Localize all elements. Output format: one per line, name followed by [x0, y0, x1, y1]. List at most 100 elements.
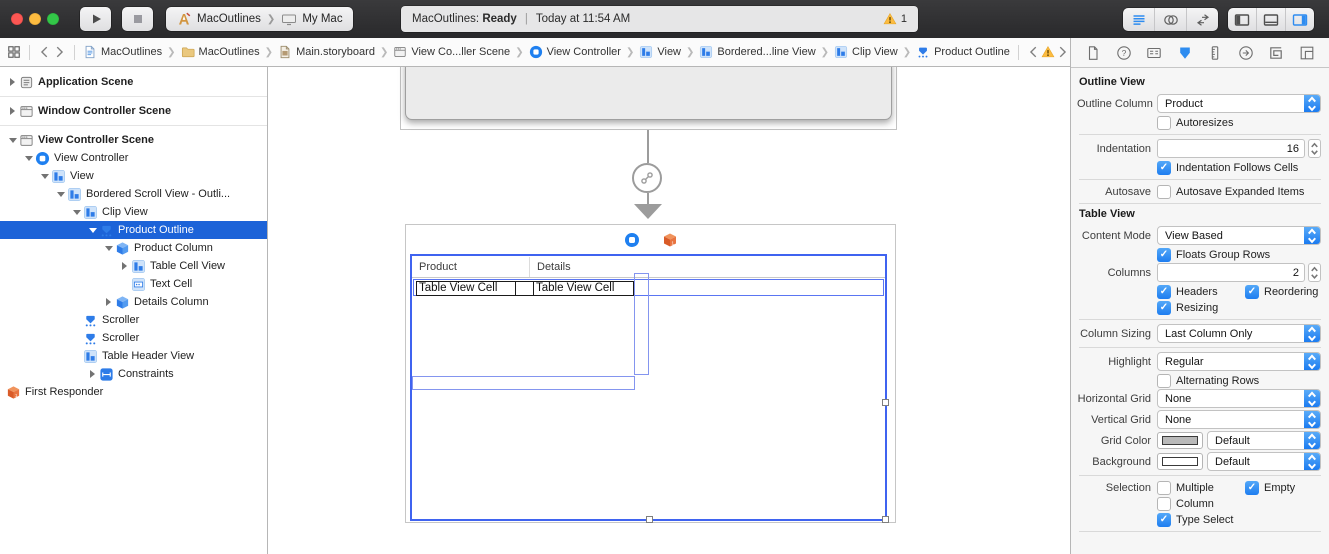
outline-item-constraints[interactable]: Constraints	[0, 365, 267, 383]
view-controller-icon[interactable]	[624, 232, 640, 248]
tab-bindings-inspector[interactable]	[1268, 45, 1284, 61]
outline-item-window-controller-scene[interactable]: Window Controller Scene	[0, 102, 267, 120]
disclosure-triangle-expanded[interactable]	[72, 209, 81, 215]
outline-item-scroller[interactable]: Scroller	[0, 329, 267, 347]
highlight-popup[interactable]: Regular	[1157, 352, 1321, 371]
table-view-cell-extension[interactable]	[515, 281, 535, 296]
first-responder-icon[interactable]: 1	[662, 232, 678, 248]
inspector-panel-button[interactable]	[1286, 8, 1314, 31]
horizontal-grid-popup[interactable]: None	[1157, 389, 1321, 408]
outline-item-product-outline[interactable]: Product Outline	[0, 221, 267, 239]
jumpbar-item-macoutlines[interactable]: MacOutlines	[181, 45, 260, 59]
outline-item-view-controller[interactable]: View Controller	[0, 149, 267, 167]
jumpbar-item-main-storyboard[interactable]: Main.storyboard	[278, 45, 375, 59]
disclosure-slot[interactable]	[22, 155, 35, 161]
zoom-window-button[interactable]	[47, 13, 59, 25]
alternating-rows-checkbox[interactable]	[1157, 373, 1171, 388]
headers-checkbox[interactable]: ✓	[1157, 284, 1171, 299]
disclosure-triangle-collapsed[interactable]	[10, 78, 15, 86]
outline-item-scroller[interactable]: Scroller	[0, 311, 267, 329]
grid-color-color-well[interactable]	[1157, 432, 1203, 449]
jumpbar-item-product-outline[interactable]: Product Outline	[916, 45, 1010, 59]
tab-connections-inspector[interactable]	[1238, 45, 1254, 61]
disclosure-slot[interactable]	[6, 78, 19, 86]
disclosure-slot[interactable]	[6, 137, 19, 143]
outline-item-text-cell[interactable]: Text Cell	[0, 275, 267, 293]
navigator-panel-button[interactable]	[1228, 8, 1257, 31]
jumpbar-item-view[interactable]: View	[639, 45, 681, 59]
close-window-button[interactable]	[11, 13, 23, 25]
columns-field[interactable]: 2	[1157, 263, 1305, 282]
column-sizing-popup[interactable]: Last Column Only	[1157, 324, 1321, 343]
previous-issue-button[interactable]	[1027, 45, 1041, 59]
tab-view-effects-inspector[interactable]	[1299, 45, 1315, 61]
disclosure-triangle-expanded[interactable]	[88, 227, 97, 233]
disclosure-slot[interactable]	[102, 298, 115, 306]
disclosure-triangle-expanded[interactable]	[40, 173, 49, 179]
tab-attributes-inspector[interactable]	[1177, 45, 1193, 61]
scheme-selector[interactable]: MacOutlines ❯ My Mac	[166, 7, 353, 31]
indentation-field[interactable]: 16	[1157, 139, 1305, 158]
warning-count[interactable]: 1	[900, 13, 907, 25]
outline-item-application-scene[interactable]: Application Scene	[0, 73, 267, 91]
outline-item-bordered-scroll-view-outli[interactable]: Bordered Scroll View - Outli...	[0, 185, 267, 203]
run-button[interactable]	[80, 7, 111, 31]
disclosure-triangle-collapsed[interactable]	[122, 262, 127, 270]
disclosure-triangle-expanded[interactable]	[8, 137, 17, 143]
debug-panel-button[interactable]	[1257, 8, 1286, 31]
disclosure-triangle-collapsed[interactable]	[10, 107, 15, 115]
vertical-grid-popup[interactable]: None	[1157, 410, 1321, 429]
minimize-window-button[interactable]	[29, 13, 41, 25]
disclosure-triangle-collapsed[interactable]	[90, 370, 95, 378]
forward-button[interactable]	[52, 45, 66, 59]
back-button[interactable]	[38, 45, 52, 59]
related-items-icon[interactable]	[7, 45, 21, 59]
warning-icon[interactable]	[883, 12, 897, 26]
disclosure-slot[interactable]	[6, 107, 19, 115]
table-view-cell[interactable]: Table View Cell	[533, 281, 634, 296]
tab-size-inspector[interactable]	[1207, 45, 1223, 61]
background-color-well[interactable]	[1157, 453, 1203, 470]
stop-button[interactable]	[122, 7, 153, 31]
column-header-product[interactable]: Product	[419, 260, 457, 273]
disclosure-triangle-collapsed[interactable]	[106, 298, 111, 306]
disclosure-slot[interactable]	[86, 370, 99, 378]
outline-item-view-controller-scene[interactable]: View Controller Scene	[0, 131, 267, 149]
floats-group-rows-checkbox[interactable]: ✓	[1157, 247, 1171, 262]
resize-handle-bottom[interactable]	[646, 516, 653, 523]
storyboard-canvas[interactable]: 1 Product Details Table View Cell Table …	[268, 67, 1070, 554]
outline-item-product-column[interactable]: Product Column	[0, 239, 267, 257]
column-divider[interactable]	[529, 256, 530, 277]
tab-file-inspector[interactable]	[1085, 45, 1101, 61]
disclosure-slot[interactable]	[118, 262, 131, 270]
grid-color-popup[interactable]: Default	[1207, 431, 1321, 450]
disclosure-triangle-expanded[interactable]	[24, 155, 33, 161]
jumpbar-item-clip-view[interactable]: Clip View	[834, 45, 898, 59]
issue-warning-icon[interactable]	[1041, 45, 1055, 59]
window-controller-window[interactable]	[405, 67, 892, 120]
empty-checkbox[interactable]: ✓	[1245, 480, 1259, 495]
assistant-editor-button[interactable]	[1155, 8, 1187, 31]
disclosure-slot[interactable]	[38, 173, 51, 179]
disclosure-triangle-expanded[interactable]	[104, 245, 113, 251]
disclosure-slot[interactable]	[102, 245, 115, 251]
tab-identity-inspector[interactable]	[1146, 45, 1162, 61]
background-popup[interactable]: Default	[1207, 452, 1321, 471]
disclosure-triangle-expanded[interactable]	[56, 191, 65, 197]
disclosure-slot[interactable]	[70, 209, 83, 215]
autoresizes-checkbox[interactable]	[1157, 115, 1171, 130]
version-editor-button[interactable]	[1187, 8, 1218, 31]
indentation-stepper[interactable]	[1308, 139, 1321, 158]
next-issue-button[interactable]	[1055, 45, 1069, 59]
jumpbar-item-view-co-ller-scene[interactable]: View Co...ller Scene	[393, 45, 510, 59]
outline-item-clip-view[interactable]: Clip View	[0, 203, 267, 221]
multiple-checkbox[interactable]	[1157, 480, 1171, 495]
outline-item-table-cell-view[interactable]: Table Cell View	[0, 257, 267, 275]
outline-item-view[interactable]: View	[0, 167, 267, 185]
activity-viewer[interactable]: MacOutlines: Ready | Today at 11:54 AM 1	[401, 6, 918, 32]
outline-item-details-column[interactable]: Details Column	[0, 293, 267, 311]
jumpbar-item-macoutlines[interactable]: MacOutlines	[83, 45, 162, 59]
reordering-checkbox[interactable]: ✓	[1245, 284, 1259, 299]
type-select-checkbox[interactable]: ✓	[1157, 512, 1171, 527]
